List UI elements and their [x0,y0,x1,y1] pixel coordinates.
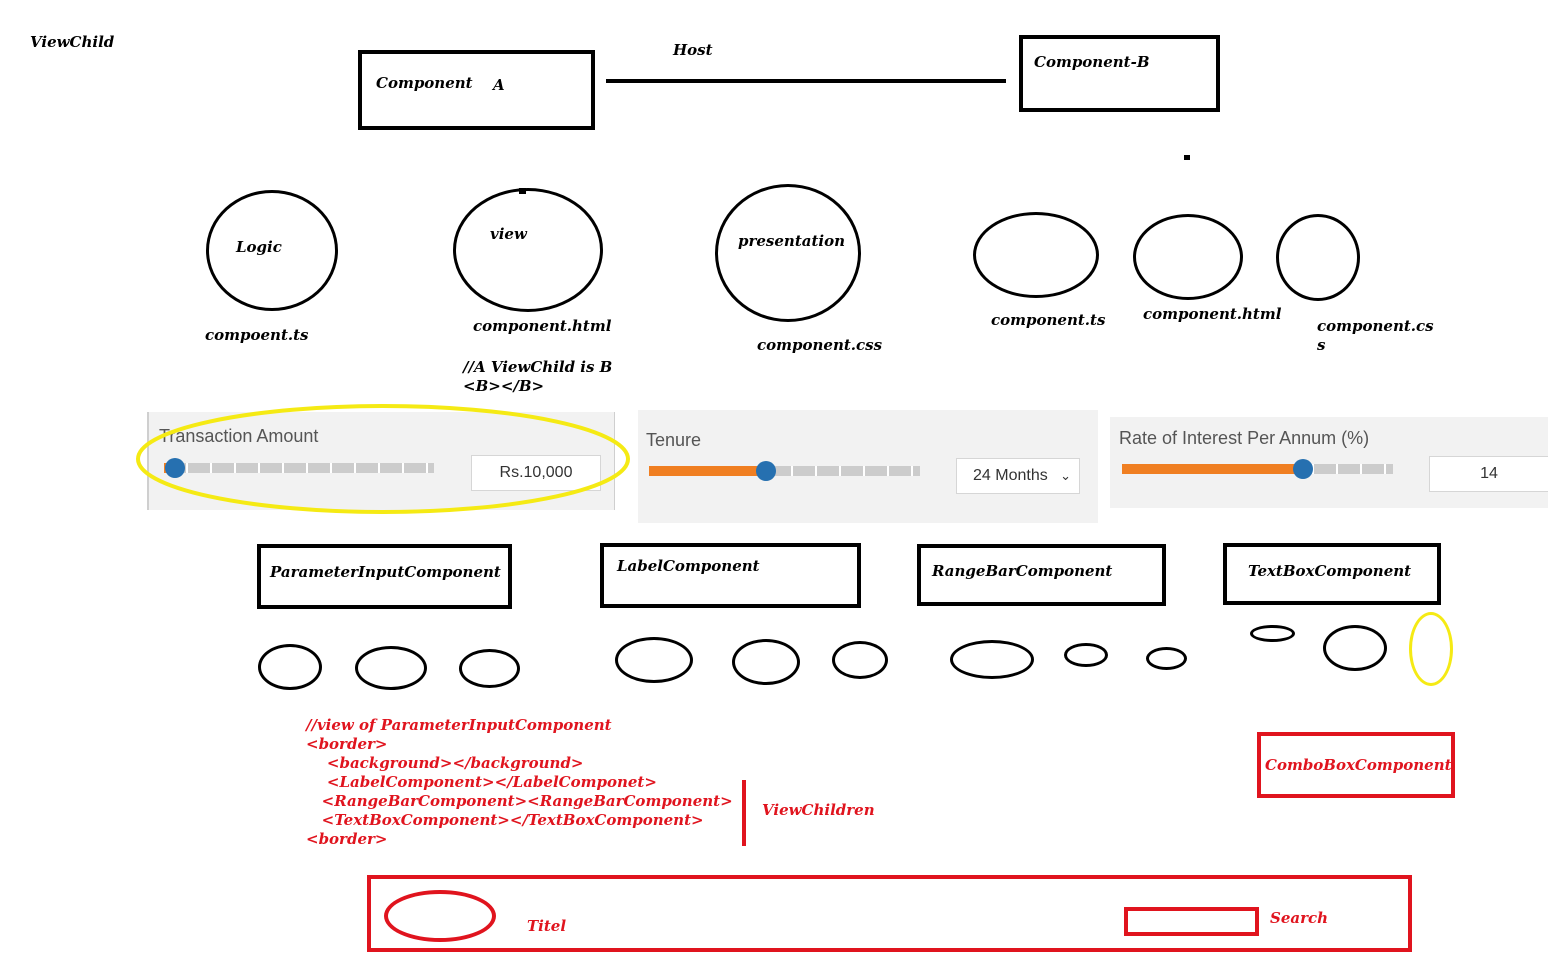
caption-component-css: component.css [757,336,883,354]
presentation-circle: presentation [715,184,861,322]
chevron-down-icon: ⌄ [1060,468,1071,483]
code-line: <background></background> [306,754,584,772]
code-line: //view of ParameterInputComponent [306,716,612,734]
rangebar-ellipse-2 [1064,643,1108,667]
textbox-ellipse-2 [1323,625,1387,671]
transaction-amount-track[interactable] [164,463,434,473]
rate-panel: Rate of Interest Per Annum (%) 14 [1110,417,1548,508]
view-circle-tick [519,188,526,194]
param-ellipse-1 [258,644,322,690]
tenure-selected-value: 24 Months [973,467,1048,484]
host-connector-line [606,79,1006,83]
viewchildren-label: ViewChildren [762,801,875,819]
code-line: <TextBoxComponent></TextBoxComponent> [306,811,704,829]
component-b-label: Component-B [1034,53,1150,71]
b-ts-ellipse [973,212,1099,298]
textbox-component-box: TextBoxComponent [1223,543,1441,605]
caption-component-html: component.html [473,317,612,335]
label-component-label: LabelComponent [617,557,760,575]
caption-b-component-html: component.html [1143,305,1282,323]
view-circle: view [453,188,603,312]
tenure-label: Tenure [646,430,702,450]
code-line: <RangeBarComponent><RangeBarComponent> [306,792,733,810]
tenure-track[interactable] [649,466,920,476]
textbox-ellipse-yellow [1409,612,1453,686]
label-ellipse-3 [832,641,888,679]
rangebar-ellipse-1 [950,640,1034,679]
param-ellipse-2 [355,646,427,690]
rate-slider-handle[interactable] [1293,459,1313,479]
caption-b-component-css-line1: component.cs [1317,317,1434,335]
tenure-fill [649,466,766,476]
parameter-input-component-box: ParameterInputComponent [257,544,512,609]
range-bar-component-box: RangeBarComponent [917,544,1166,606]
code-line: <border> [306,735,388,753]
viewchild-note-line1: //A ViewChild is B [463,358,613,376]
stray-dot [1184,155,1190,160]
rate-fill [1122,464,1304,474]
view-label: view [490,225,527,243]
component-a-label: Component [376,74,473,92]
b-html-ellipse [1133,214,1243,300]
view-code-block: //view of ParameterInputComponent<border… [306,716,733,849]
tenure-panel: Tenure 24 Months ⌄ [638,410,1098,523]
label-ellipse-2 [732,639,800,685]
textbox-ellipse-1 [1250,625,1295,642]
range-bar-component-label: RangeBarComponent [932,562,1113,580]
tenure-slider-handle[interactable] [756,461,776,481]
transaction-amount-panel: Transaction Amount Rs.10,000 [147,412,615,510]
host-label: Host [673,41,713,59]
tenure-select[interactable]: 24 Months ⌄ [956,458,1080,494]
header-title-label: Titel [527,917,567,935]
logic-label: Logic [236,238,282,256]
code-line: <LabelComponent></LabelComponet> [306,773,657,791]
transaction-amount-input[interactable]: Rs.10,000 [471,455,601,491]
caption-b-component-ts: component.ts [991,311,1106,329]
yellow-highlight-ellipse [136,404,630,514]
search-label: Search [1270,909,1329,927]
viewchildren-bracket-line [742,780,746,846]
component-a-letter: A [493,76,505,94]
logo-ellipse [384,890,496,942]
page-title: ViewChild [30,33,115,51]
search-input-sketch[interactable] [1124,907,1259,936]
param-ellipse-3 [459,649,520,688]
component-a-box: Component A [358,50,595,130]
combobox-component-box: ComboBoxComponent [1257,732,1455,798]
transaction-amount-slider-handle[interactable] [165,458,185,478]
component-b-box: Component-B [1019,35,1220,112]
rate-label: Rate of Interest Per Annum (%) [1119,428,1370,448]
caption-compoent-ts: compoent.ts [205,326,309,344]
b-css-ellipse [1276,214,1360,301]
presentation-label: presentation [738,232,846,250]
logic-circle: Logic [206,190,338,311]
header-sketch-box: Titel Search [367,875,1412,952]
viewchild-note-line2: <B></B> [463,377,545,395]
combobox-component-label: ComboBoxComponent [1265,756,1452,774]
label-component-box: LabelComponent [600,543,861,608]
code-line: <border> [306,830,388,848]
parameter-input-component-label: ParameterInputComponent [270,563,501,581]
label-ellipse-1 [615,637,693,683]
caption-b-component-css-line2: s [1317,336,1326,354]
transaction-amount-label: Transaction Amount [159,426,319,446]
rangebar-ellipse-3 [1146,647,1187,670]
textbox-component-label: TextBoxComponent [1248,562,1412,580]
rate-input[interactable]: 14 [1429,456,1548,492]
